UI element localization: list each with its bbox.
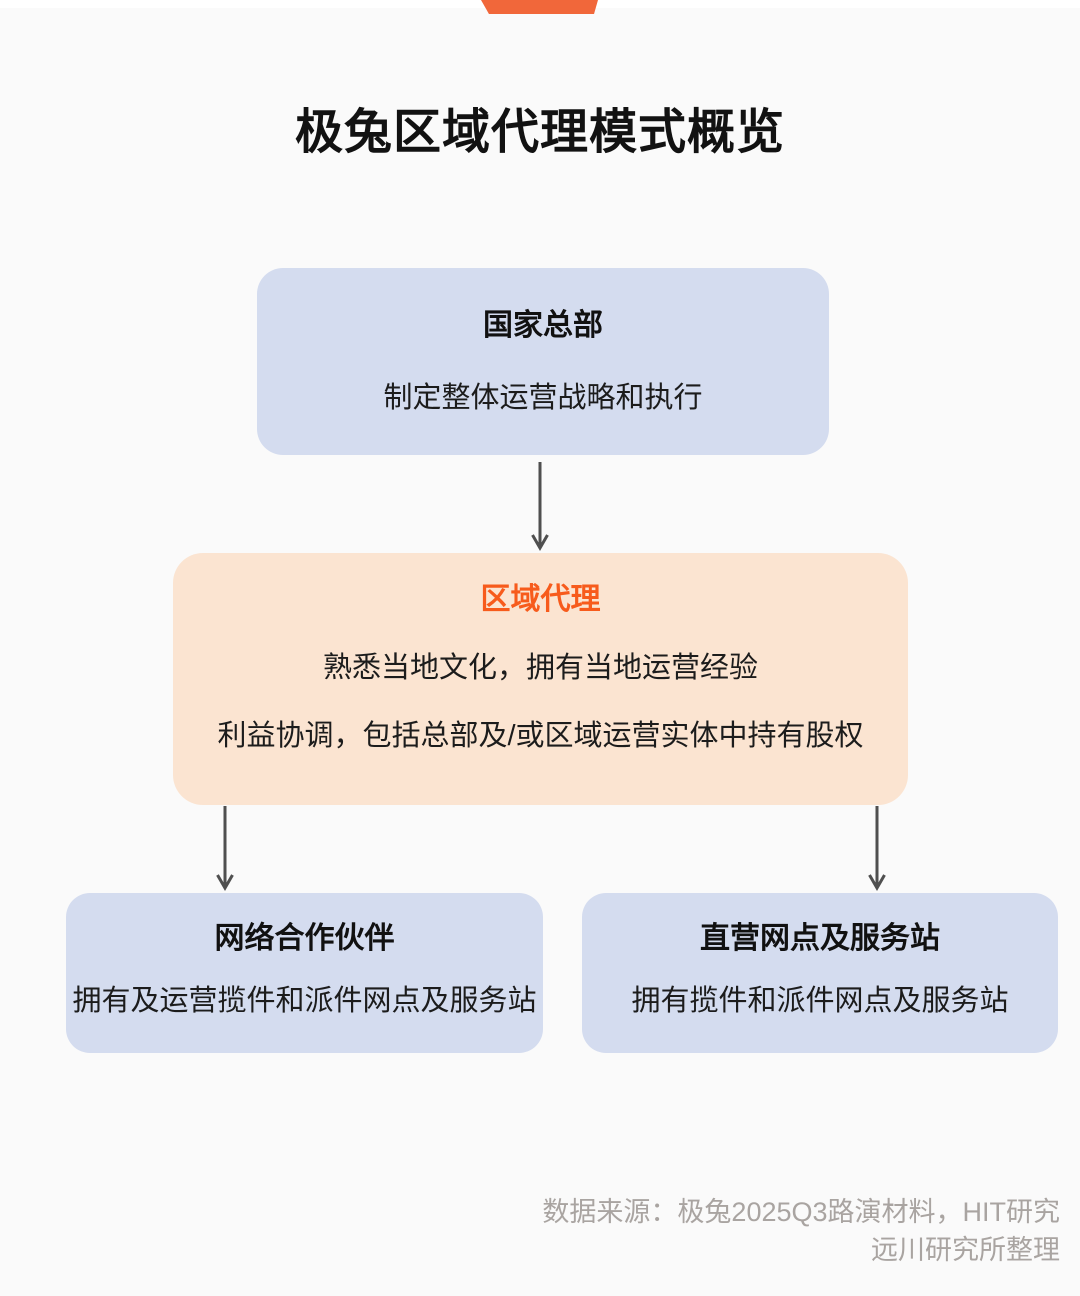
node-network-partners: 网络合作伙伴 拥有及运营揽件和派件网点及服务站 <box>66 893 543 1053</box>
node-national-hq: 国家总部 制定整体运营战略和执行 <box>257 268 829 455</box>
node-direct-outlets: 直营网点及服务站 拥有揽件和派件网点及服务站 <box>582 893 1058 1053</box>
node-network-partners-title: 网络合作伙伴 <box>214 922 395 955</box>
source-note-line1: 数据来源：极兔2025Q3路演材料，HIT研究 <box>542 1197 1060 1227</box>
node-network-partners-desc: 拥有及运营揽件和派件网点及服务站 <box>72 985 537 1017</box>
arrow-down-icon <box>216 806 234 892</box>
node-regional-agent-line2: 利益协调，包括总部及/或区域运营实体中持有股权 <box>217 720 864 752</box>
orange-ribbon-icon <box>481 0 598 14</box>
node-national-hq-desc: 制定整体运营战略和执行 <box>383 381 703 414</box>
node-regional-agent-line1: 熟悉当地文化，拥有当地运营经验 <box>322 652 758 684</box>
arrow-down-icon <box>531 462 549 552</box>
node-direct-outlets-desc: 拥有揽件和派件网点及服务站 <box>631 985 1009 1017</box>
node-regional-agent-title: 区域代理 <box>480 583 601 616</box>
node-direct-outlets-title: 直营网点及服务站 <box>700 922 940 955</box>
node-national-hq-title: 国家总部 <box>483 308 603 342</box>
page-title: 极兔区域代理模式概览 <box>294 106 785 159</box>
node-regional-agent: 区域代理 熟悉当地文化，拥有当地运营经验 利益协调，包括总部及/或区域运营实体中… <box>173 553 908 805</box>
source-note-line2: 远川研究所整理 <box>871 1235 1060 1265</box>
arrow-down-icon <box>868 806 886 892</box>
source-note: 数据来源：极兔2025Q3路演材料，HIT研究 远川研究所整理 <box>542 1193 1060 1269</box>
